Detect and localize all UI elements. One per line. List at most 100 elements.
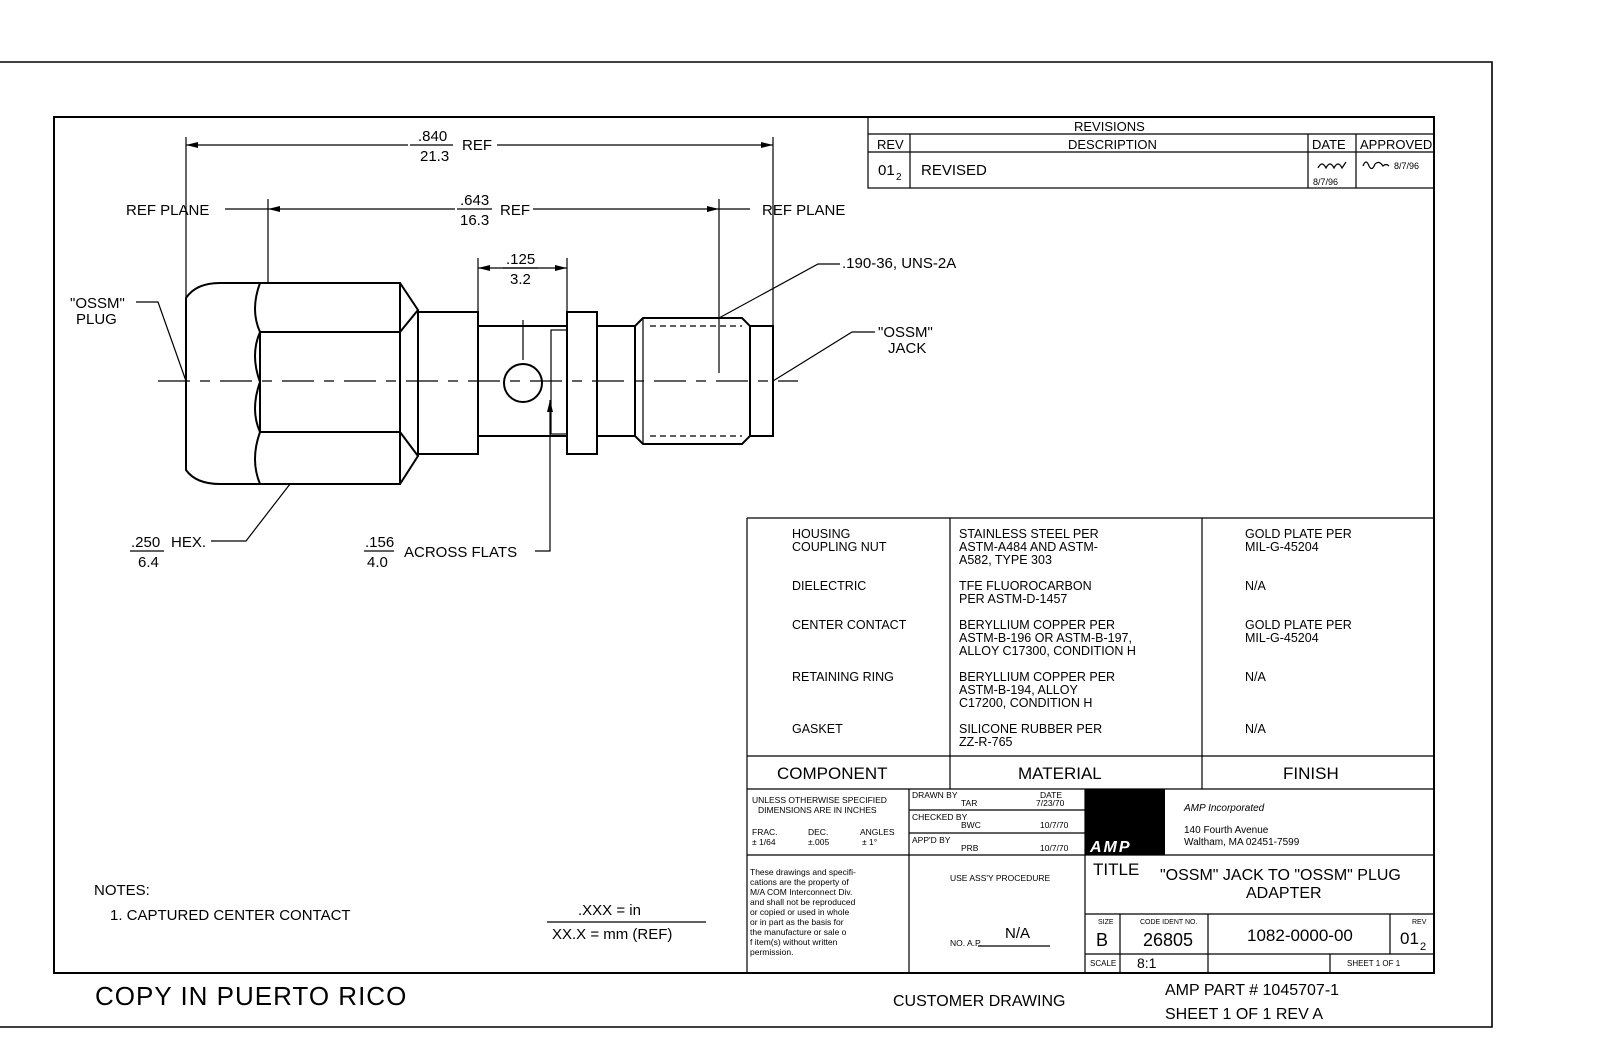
bom-component: RETAINING RING (792, 670, 894, 684)
proprietary-note: or in part as the basis for (750, 917, 844, 927)
drawn-date: 7/23/70 (1036, 798, 1065, 808)
proprietary-note: M/A COM Interconnect Div. (750, 887, 852, 897)
notes-title: NOTES: (94, 882, 150, 899)
date-initials-signature (1317, 161, 1347, 170)
approver-signature (1362, 161, 1390, 170)
tolerance-note: UNLESS OTHERWISE SPECIFIED (752, 795, 887, 805)
bom-material: BERYLLIUM COPPER PER (959, 618, 1115, 632)
bom-material: C17200, CONDITION H (959, 696, 1092, 710)
drawn-by-label: DRAWN BY (912, 790, 958, 800)
bom-finish: GOLD PLATE PER (1245, 527, 1352, 541)
drawing-title-line2: ADAPTER (1246, 885, 1322, 902)
tolerance-value: ± 1/64 (752, 837, 776, 847)
ap-number: N/A (1005, 925, 1030, 942)
plug-leader (136, 301, 187, 382)
tolerance-header: DEC. (808, 827, 828, 837)
amp-part-number: AMP PART # 1045707-1 (1165, 982, 1339, 999)
bom-material: ASTM-B-196 OR ASTM-B-197, (959, 631, 1132, 645)
units-inch: .XXX = in (578, 902, 641, 919)
proprietary-note: and shall not be reproduced (750, 897, 856, 907)
hex-flat-lines (254, 282, 419, 485)
sheet-number: SHEET 1 OF 1 (1347, 959, 1401, 968)
tolerance-header: FRAC. (752, 827, 778, 837)
revision-number-sub: 2 (896, 172, 902, 183)
copy-location: COPY IN PUERTO RICO (95, 981, 407, 1011)
groove-dim-den: 3.2 (510, 271, 531, 288)
drawing-number: 1082-0000-00 (1247, 926, 1353, 945)
customer-drawing-label: CUSTOMER DRAWING (893, 993, 1065, 1010)
flats-dim-den: 4.0 (367, 554, 388, 571)
arrow (761, 142, 773, 148)
size-label: SIZE (1098, 919, 1114, 926)
date-label: DATE (1040, 790, 1062, 800)
dimension-labels: .840 21.3 REF REF PLANE REF PLANE .643 1… (70, 128, 956, 571)
bom-material: ASTM-A484 AND ASTM- (959, 540, 1098, 554)
material-header: MATERIAL (1018, 764, 1102, 783)
arrow (268, 206, 280, 212)
tolerance-value: ± 1° (862, 837, 877, 847)
revisions-table: REVISIONS REV DESCRIPTION DATE APPROVED … (867, 116, 1435, 189)
proprietary-note: permission. (750, 947, 793, 957)
flats-leader (535, 400, 551, 552)
notes: NOTES: 1. CAPTURED CENTER CONTACT (94, 882, 351, 924)
plug-label-2: PLUG (76, 311, 117, 328)
bom-finish: N/A (1245, 722, 1267, 736)
checked-by-label: CHECKED BY (912, 812, 968, 822)
approved-header: APPROVED (1360, 137, 1432, 152)
tolerance-value: ±.005 (808, 837, 829, 847)
plane-dim-den: 16.3 (460, 212, 489, 229)
ref-plane-right-label: REF PLANE (762, 202, 845, 219)
approval-date: 8/7/96 (1394, 161, 1419, 171)
plane-dim-ref: REF (500, 202, 530, 219)
tolerance-note: DIMENSIONS ARE IN INCHES (758, 805, 877, 815)
checked-by: BWC (961, 820, 981, 830)
body-shoulder (417, 311, 479, 455)
appd-by-label: APP'D BY (912, 835, 951, 845)
bom-finish: MIL-G-45204 (1245, 540, 1319, 554)
code-ident-label: CODE IDENT NO. (1140, 919, 1197, 926)
revision-date: 8/7/96 (1313, 177, 1338, 187)
flats-dim-num: .156 (365, 534, 394, 551)
title-block: UNLESS OTHERWISE SPECIFIED DIMENSIONS AR… (747, 789, 1434, 973)
bom-finish: N/A (1245, 670, 1267, 684)
footer: COPY IN PUERTO RICO CUSTOMER DRAWING AMP… (95, 981, 1339, 1023)
revisions-title: REVISIONS (1074, 119, 1145, 134)
company-address: Waltham, MA 02451-7599 (1184, 837, 1300, 848)
proprietary-note: the manufacture or sale o (750, 927, 847, 937)
bom-component: COUPLING NUT (792, 540, 887, 554)
retaining-ring (566, 311, 598, 455)
amp-logo (1085, 789, 1165, 855)
bom-material: A582, TYPE 303 (959, 553, 1052, 567)
bom-material: TFE FLUOROCARBON (959, 579, 1092, 593)
overall-dim-num: .840 (418, 128, 447, 145)
rev-label: REV (1412, 919, 1427, 926)
company-name: AMP Incorporated (1183, 803, 1265, 814)
units-mm: XX.X = mm (REF) (552, 926, 672, 943)
arrow (555, 265, 567, 271)
revision-description: REVISED (921, 162, 987, 179)
ref-plane-left-label: REF PLANE (126, 202, 209, 219)
hex-dim-den: 6.4 (138, 554, 159, 571)
amp-logo-text: AMP (1089, 839, 1132, 856)
plug-label-1: "OSSM" (70, 295, 125, 312)
plane-dim-num: .643 (460, 192, 489, 209)
drawing-frame (53, 116, 1435, 974)
rev-value: 01 (1400, 929, 1419, 948)
thread-leader (718, 263, 840, 319)
ap-number-label: NO. A.P. (950, 938, 982, 948)
proprietary-note: These drawings and specifi- (750, 867, 856, 877)
jack-label-1: "OSSM" (878, 324, 933, 341)
date-header: DATE (1312, 137, 1346, 152)
thread-callout: .190-36, UNS-2A (842, 255, 956, 272)
assembly-note: USE ASS'Y PROCEDURE (950, 873, 1051, 883)
proprietary-note: cations are the property of (750, 877, 849, 887)
size-value: B (1096, 930, 1108, 950)
bom-material: BERYLLIUM COPPER PER (959, 670, 1115, 684)
description-header: DESCRIPTION (1068, 137, 1157, 152)
drawn-by: TAR (961, 798, 977, 808)
hex-leader (211, 483, 291, 542)
finish-header: FINISH (1283, 764, 1339, 783)
hex-dim-num: .250 (131, 534, 160, 551)
flats-text: ACROSS FLATS (404, 544, 517, 561)
